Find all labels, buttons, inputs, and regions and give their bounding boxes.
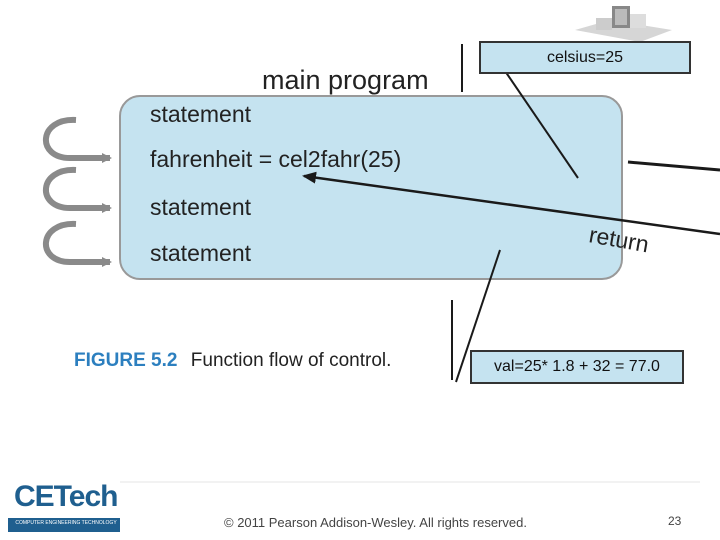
val-callout-line-1 xyxy=(455,249,501,383)
main-program-title: main program xyxy=(262,65,429,95)
copyright-text: © 2011 Pearson Addison-Wesley. All right… xyxy=(224,515,527,530)
figure-number: FIGURE 5.2 xyxy=(74,350,178,371)
logo-subtext: COMPUTER ENGINEERING TECHNOLOGY xyxy=(15,520,117,526)
statement-2: fahrenheit = cel2fahr(25) xyxy=(150,146,401,172)
celsius-callout: celsius=25 xyxy=(479,41,691,74)
page-number: 23 xyxy=(668,514,682,528)
figure-caption-text: Function flow of control. xyxy=(190,350,392,371)
logo-text: CETech xyxy=(14,480,118,513)
call-line xyxy=(627,160,720,172)
loop-arrow-3 xyxy=(42,220,112,267)
main-program-box xyxy=(119,95,623,280)
statement-4: statement xyxy=(150,240,252,266)
cetech-logo: CETech COMPUTER ENGINEERING TECHNOLOGY xyxy=(14,480,126,530)
statement-1: statement xyxy=(150,101,252,127)
loop-arrow-1 xyxy=(42,116,112,163)
cube-puzzle-icon xyxy=(575,6,672,42)
statement-3: statement xyxy=(150,194,252,220)
loop-arrow-2 xyxy=(42,166,112,213)
figure-caption: FIGURE 5.2 Function flow of control. xyxy=(74,350,391,372)
val-callout: val=25* 1.8 + 32 = 77.0 xyxy=(470,350,684,384)
logo-banner xyxy=(8,518,120,532)
return-arrow xyxy=(302,171,720,236)
